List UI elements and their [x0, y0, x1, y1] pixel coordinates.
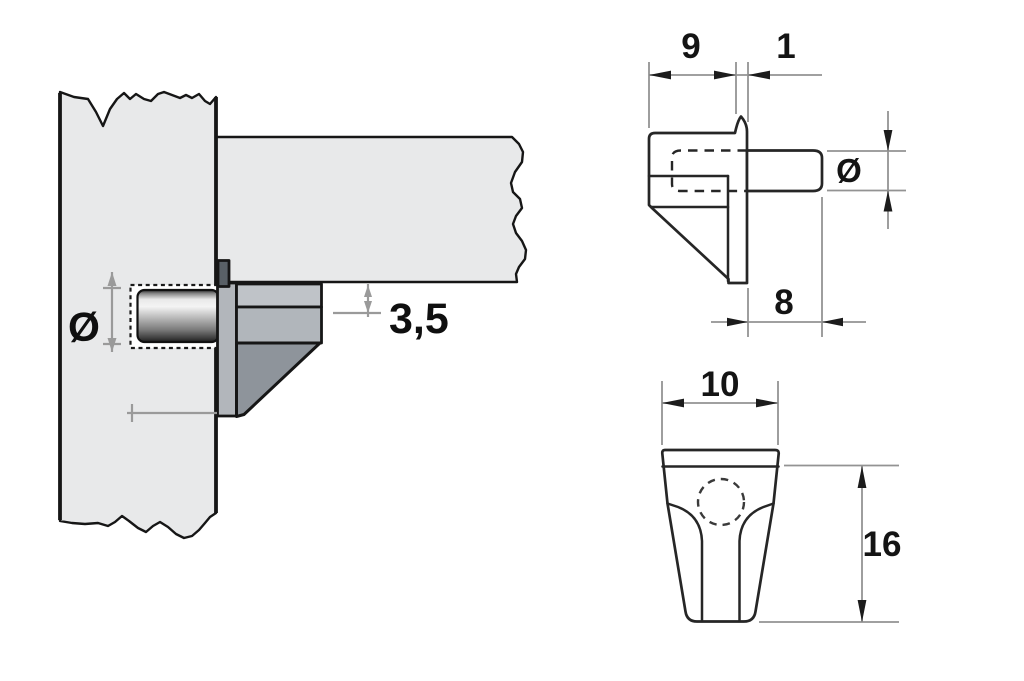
pin-length-label: 8 — [774, 283, 793, 322]
front-outline — [660, 448, 781, 623]
arrow-down-icon — [857, 600, 867, 622]
support-gusset — [235, 341, 322, 418]
arrow-left-icon — [822, 317, 843, 327]
arrow-left-icon — [662, 398, 684, 408]
front-view: 10 16 — [660, 365, 902, 623]
arrow-left-icon — [748, 70, 770, 80]
offset-dimension: 3,5 — [333, 284, 449, 343]
arrow-left-icon — [649, 70, 671, 80]
arrow-up-icon — [364, 285, 372, 297]
support-body — [235, 305, 323, 345]
arrow-up-icon — [107, 272, 117, 286]
shelf-panel — [214, 135, 528, 284]
pin-side-outline — [745, 149, 824, 193]
hole-diameter-dimension: Ø — [68, 272, 121, 352]
pin-diameter-label: Ø — [836, 152, 862, 189]
hidden-hole-dashes — [670, 149, 747, 193]
arrow-down-icon — [364, 301, 372, 313]
plate-thickness-label: 1 — [776, 27, 795, 66]
support-lip — [216, 259, 231, 288]
arrow-down-icon — [883, 130, 893, 151]
arrow-right-icon — [714, 70, 736, 80]
front-width-label: 10 — [701, 365, 740, 404]
hole-centerline — [127, 404, 217, 422]
front-height-label: 16 — [863, 525, 902, 564]
support-flange — [235, 282, 323, 309]
width-dimensions: 9 1 — [648, 27, 822, 128]
front-width-dimension: 10 — [661, 365, 779, 445]
support-plate — [216, 281, 238, 418]
arrow-right-icon — [727, 317, 748, 327]
arrow-up-icon — [857, 466, 867, 488]
front-height-dimension: 16 — [759, 464, 902, 623]
pin-length-dimension: 8 — [711, 197, 866, 337]
shelf-pin-shaft — [136, 288, 220, 344]
arrow-right-icon — [756, 398, 778, 408]
hole-diameter-label: Ø — [68, 304, 100, 350]
arrow-up-icon — [883, 190, 893, 212]
pin-diameter-dimension: Ø — [827, 111, 906, 229]
front-slot-outline — [666, 502, 775, 622]
offset-value-label: 3,5 — [389, 295, 449, 343]
body-width-label: 9 — [681, 27, 700, 66]
hidden-pin-circle — [696, 477, 746, 527]
side-profile-view: 9 1 Ø 8 — [647, 27, 906, 337]
side-profile-outline — [647, 115, 749, 285]
installed-section-view: Ø 3,5 — [58, 90, 528, 540]
